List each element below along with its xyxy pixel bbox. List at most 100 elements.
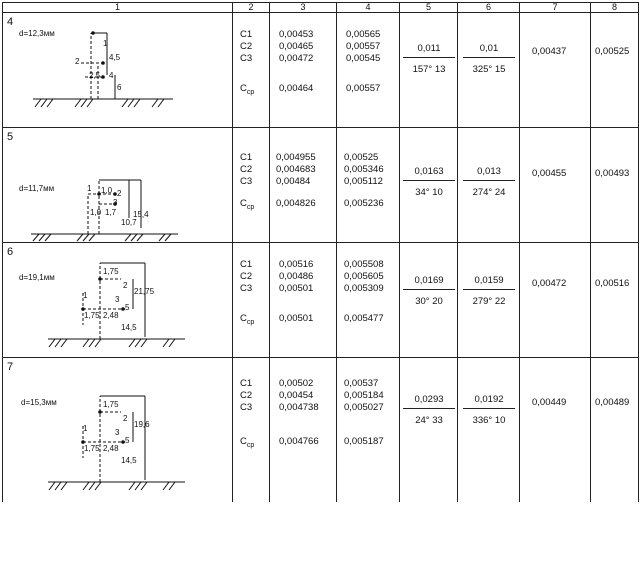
dim-label: 14,5 [121, 456, 137, 465]
cavg-value: 0,005236 [344, 198, 384, 209]
col6-cell: 0,013 274° 24 [457, 127, 520, 243]
fraction-numerator: 0,013 [463, 166, 515, 181]
label-c2: C2 [240, 271, 253, 282]
fraction-numerator: 0,0163 [403, 166, 455, 181]
header-col-8: 8 [590, 2, 639, 13]
col6-cell: 0,01 325° 15 [457, 12, 520, 128]
label-cavg: Cср [240, 313, 255, 326]
dim-label: 14,5 [121, 323, 137, 332]
c3-value: 0,005309 [344, 283, 384, 294]
label-c3: C3 [240, 176, 253, 187]
label-c3: C3 [240, 283, 253, 294]
label-cavg: Cср [240, 436, 255, 449]
col7-cell: 0,00455 [519, 127, 591, 243]
dim-label: 4,5 [109, 53, 121, 62]
dim-label: 2 [123, 281, 128, 290]
dim-label: 2 [123, 414, 128, 423]
cavg-value: 0,00501 [279, 313, 314, 324]
c2-value: 0,00486 [279, 271, 314, 282]
label-cell: C1 C2 C3 Cср [232, 357, 270, 502]
dim-label: 4 [109, 71, 114, 80]
col8-cell: 0,00493 [590, 127, 639, 243]
sensor-layout-diagram [48, 395, 185, 491]
row-number: 4 [7, 16, 14, 28]
dim-label: 1,7 [105, 208, 117, 217]
col6-cell: 0,0159 279° 22 [457, 242, 520, 358]
cavg-value: 0,004766 [279, 436, 319, 447]
dim-label: 1,75 [103, 400, 119, 409]
col7-cell: 0,00472 [519, 242, 591, 358]
fraction-angle: 24° 33 [415, 415, 443, 426]
label-c2: C2 [240, 164, 253, 175]
label-c3: C3 [240, 402, 253, 413]
diameter-label: d=15,3мм [21, 398, 57, 407]
diameter-label: d=11,7мм [19, 184, 55, 193]
col8-cell: 0,00489 [590, 357, 639, 502]
col8-value: 0,00525 [595, 46, 630, 57]
diameter-label: d=12,3мм [19, 29, 55, 38]
diagram-cell: 7 d=15,3мм [2, 357, 233, 502]
dim-label: 19,6 [134, 420, 150, 429]
c2-value: 0,005605 [344, 271, 384, 282]
fraction: 0,0192 336° 10 [463, 394, 515, 426]
subscript: ср [246, 318, 255, 326]
row-number: 6 [7, 246, 14, 258]
label-c1: C1 [240, 29, 253, 40]
fraction: 0,01 325° 15 [463, 43, 515, 75]
dim-label: 2,48 [103, 311, 119, 320]
diagram-cell: 4 d=12,3мм [2, 12, 233, 128]
header-col-4: 4 [336, 2, 400, 13]
diameter-label: d=19,1мм [19, 273, 55, 282]
label-c2: C2 [240, 41, 253, 52]
col7-cell: 0,00437 [519, 12, 591, 128]
dim-label: 3 [113, 198, 118, 207]
fraction-angle: 157° 13 [412, 64, 446, 75]
dim-label: 2 [117, 189, 122, 198]
label-c1: C1 [240, 152, 253, 163]
dim-label: 6 [117, 83, 122, 92]
fraction-angle: 274° 24 [472, 187, 506, 198]
c1-value: 0,00453 [279, 29, 314, 40]
cavg-value: 0,004826 [276, 198, 316, 209]
col5-cell: 0,0163 34° 10 [399, 127, 458, 243]
dim-label: 2,5 [89, 71, 101, 80]
label-c2: C2 [240, 390, 253, 401]
dim-label: 1 [83, 291, 88, 300]
sensor-layout-diagram [33, 31, 173, 108]
c1-value: 0,00537 [344, 378, 379, 389]
col8-value: 0,00516 [595, 278, 630, 289]
diagram-cell: 5 d=11,7мм [2, 127, 233, 243]
col8-cell: 0,00516 [590, 242, 639, 358]
col7-value: 0,00437 [532, 46, 567, 57]
measurement-table: 1 2 3 4 5 6 7 8 4 d=12,3мм [2, 2, 639, 502]
label-cavg: Cср [240, 83, 255, 96]
col3-cell: 0,00502 0,00454 0,004738 0,004766 [269, 357, 337, 502]
cavg-value: 0,005187 [344, 436, 384, 447]
dim-label: 1,0 [101, 186, 113, 195]
dim-label: 1 [83, 424, 88, 433]
dim-label: 2,48 [103, 444, 119, 453]
header-col-7: 7 [519, 2, 591, 13]
dim-label: 1 [87, 184, 92, 193]
dim-label: 2 [75, 57, 80, 66]
row-number: 7 [7, 361, 14, 373]
header-col-6: 6 [457, 2, 520, 13]
dim-label: 1,75 [84, 311, 100, 320]
col8-value: 0,00489 [595, 397, 630, 408]
c3-value: 0,00501 [279, 283, 314, 294]
dim-label: 1,75 [84, 444, 100, 453]
fraction-angle: 34° 10 [415, 187, 443, 198]
col3-cell: 0,00453 0,00465 0,00472 0,00464 [269, 12, 337, 128]
fraction: 0,0169 30° 20 [403, 275, 455, 307]
fraction-numerator: 0,01 [463, 43, 515, 58]
col7-value: 0,00472 [532, 278, 567, 289]
col7-value: 0,00449 [532, 397, 567, 408]
col5-cell: 0,011 157° 13 [399, 12, 458, 128]
fraction: 0,011 157° 13 [403, 43, 455, 75]
label-cell: C1 C2 C3 Cср [232, 12, 270, 128]
header-col-5: 5 [399, 2, 458, 13]
c2-value: 0,00465 [279, 41, 314, 52]
fraction-angle: 325° 15 [472, 64, 506, 75]
fraction: 0,013 274° 24 [463, 166, 515, 198]
